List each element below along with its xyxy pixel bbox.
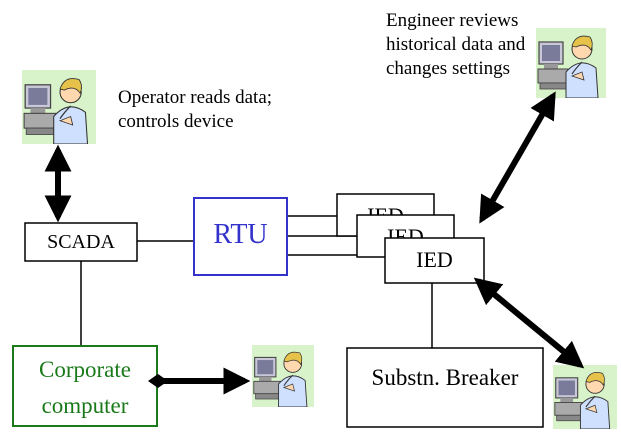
engineer-note-line1: Engineer reviews <box>386 10 519 31</box>
corporate-label-line1: Corporate <box>39 357 131 382</box>
corporate-label-line2: computer <box>41 393 129 418</box>
corporate-box <box>12 345 158 427</box>
operator-person-icon <box>22 70 96 144</box>
operator-note-line2: controls device <box>118 111 234 132</box>
corporate-arrow-diamond <box>148 374 168 388</box>
scada-box <box>24 222 138 262</box>
rtu-box <box>193 197 288 276</box>
breaker-user-person-icon <box>553 365 617 429</box>
ied-label-front: IED <box>416 247 453 272</box>
operator-note-line1: Operator reads data; <box>118 87 273 108</box>
ied-label-back: IED <box>337 202 434 215</box>
rtu-label: RTU <box>213 219 268 250</box>
ied-breaker-user-arrow <box>473 277 585 369</box>
ied-label-middle: IED <box>387 224 424 238</box>
engineer-note-line3: changes settings <box>386 58 511 79</box>
scada-label: SCADA <box>47 231 115 253</box>
ied-box-front <box>384 237 485 284</box>
engineer-note-line2: historical data and <box>386 34 526 55</box>
engineer-ied-arrow <box>479 91 556 224</box>
breaker-label: Substn. Breaker <box>371 365 519 390</box>
engineer-person-icon <box>536 28 606 98</box>
corporate-user-person-icon <box>252 345 314 407</box>
